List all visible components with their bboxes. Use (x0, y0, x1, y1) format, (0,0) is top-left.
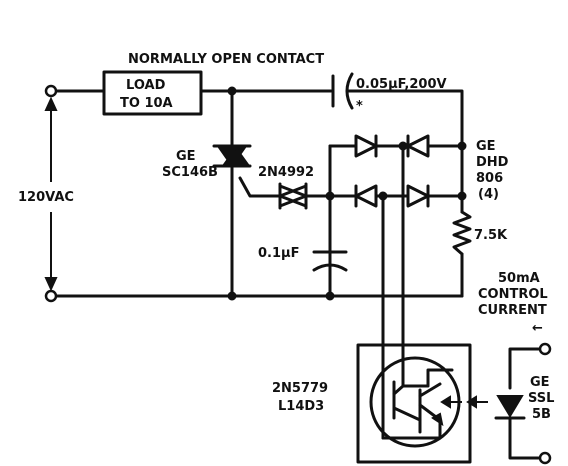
load-label-2: TO 10A (120, 96, 173, 111)
control-label-3: CURRENT (478, 303, 547, 318)
control-arrow: ← (532, 321, 543, 336)
cap-star-label: * (356, 99, 363, 114)
junction-dots (227, 86, 467, 301)
control-label-2: CONTROL (478, 287, 548, 302)
led-label-3: 5B (532, 407, 551, 422)
led-symbol (494, 395, 526, 420)
rectifier-label-4: (4) (478, 187, 499, 202)
scr-label-1: GE (176, 149, 196, 164)
rectifier-label-2: DHD (476, 155, 509, 170)
supply-arrows (44, 96, 58, 292)
control-label-1: 50mA (498, 271, 540, 286)
resistor-symbol (452, 210, 472, 256)
optocoupler (356, 343, 488, 464)
cap-mid-label: 0.1µF (258, 246, 299, 261)
capacitor-top (331, 72, 354, 110)
supply-label: 120VAC (18, 190, 74, 205)
opto-label-2: L14D3 (278, 399, 324, 414)
opto-label-1: 2N5779 (272, 381, 328, 396)
capacitor-mid (312, 250, 348, 272)
wires (49, 89, 544, 460)
title-label: NORMALLY OPEN CONTACT (128, 52, 324, 67)
cap-top-label: 0.05µF,200V (356, 77, 447, 92)
resistor-label: 7.5K (474, 228, 508, 243)
rectifier-label-3: 806 (476, 171, 503, 186)
led-label-1: GE (530, 375, 550, 390)
load-box (102, 70, 203, 116)
rectifier-label-1: GE (476, 139, 496, 154)
scr-label-2: SC146B (162, 165, 218, 180)
diac-symbol (278, 182, 308, 210)
triac-symbol (212, 144, 252, 168)
bridge-diodes (354, 134, 430, 208)
diac-label: 2N4992 (258, 165, 314, 180)
led-label-2: SSL (528, 391, 554, 406)
load-label-1: LOAD (126, 78, 166, 93)
